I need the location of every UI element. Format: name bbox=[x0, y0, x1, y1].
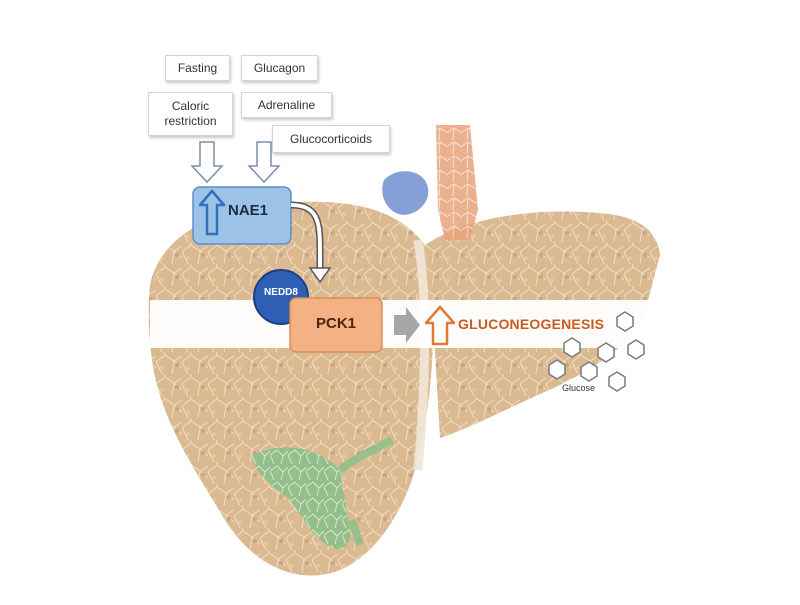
liver-illustration bbox=[148, 125, 660, 576]
up-arrow-icon bbox=[424, 305, 456, 346]
bile-duct bbox=[337, 436, 394, 547]
stimulus-caloric-line2: restriction bbox=[164, 114, 217, 128]
nae1-label: NAE1 bbox=[228, 202, 269, 219]
curved-arrow-inner bbox=[290, 203, 322, 270]
vena-cava bbox=[436, 125, 478, 240]
stimulus-glucagon: Glucagon bbox=[241, 55, 318, 81]
pck1-box bbox=[289, 297, 383, 353]
stimulus-adrenaline-label: Adrenaline bbox=[257, 97, 316, 112]
nedd8-label: NEDD8 bbox=[264, 287, 298, 298]
stimulus-fasting-label: Fasting bbox=[177, 60, 218, 75]
glucose-label: Glucose bbox=[562, 383, 596, 393]
hexagon-glucose-icon bbox=[580, 361, 598, 382]
curved-arrow-head bbox=[308, 267, 332, 284]
up-arrow-icon bbox=[198, 189, 226, 236]
pck1-label: PCK1 bbox=[315, 315, 356, 332]
gallbladder bbox=[252, 447, 351, 550]
gluconeogenesis-label: GLUCONEOGENESIS bbox=[458, 316, 605, 332]
hexagon-glucose-icon bbox=[627, 339, 645, 360]
stimulus-arrows bbox=[190, 141, 281, 184]
stimulus-glucocorticoids: Glucocorticoids bbox=[272, 125, 390, 153]
glucose-molecules bbox=[548, 311, 645, 392]
right-arrow-icon bbox=[394, 307, 420, 343]
hepatic-vein-blue bbox=[382, 171, 429, 215]
hexagon-glucose-icon bbox=[608, 371, 626, 392]
hexagon-glucose-icon bbox=[616, 311, 634, 332]
stimulus-glucocorticoids-label: Glucocorticoids bbox=[289, 131, 373, 146]
stimulus-adrenaline: Adrenaline bbox=[241, 92, 332, 118]
stimulus-fasting: Fasting bbox=[165, 55, 230, 81]
hexagon-glucose-icon bbox=[597, 342, 615, 363]
stimulus-caloric-restriction: Caloric restriction bbox=[148, 92, 233, 136]
stimulus-caloric-line1: Caloric bbox=[171, 99, 210, 113]
hollow-down-arrow-icon bbox=[190, 141, 224, 184]
stimulus-glucagon-label: Glucagon bbox=[253, 60, 306, 75]
hexagon-glucose-icon bbox=[563, 337, 581, 358]
hollow-down-arrow-icon bbox=[247, 141, 281, 184]
liver-right-lobe bbox=[148, 201, 434, 576]
hexagon-glucose-icon bbox=[548, 359, 566, 380]
